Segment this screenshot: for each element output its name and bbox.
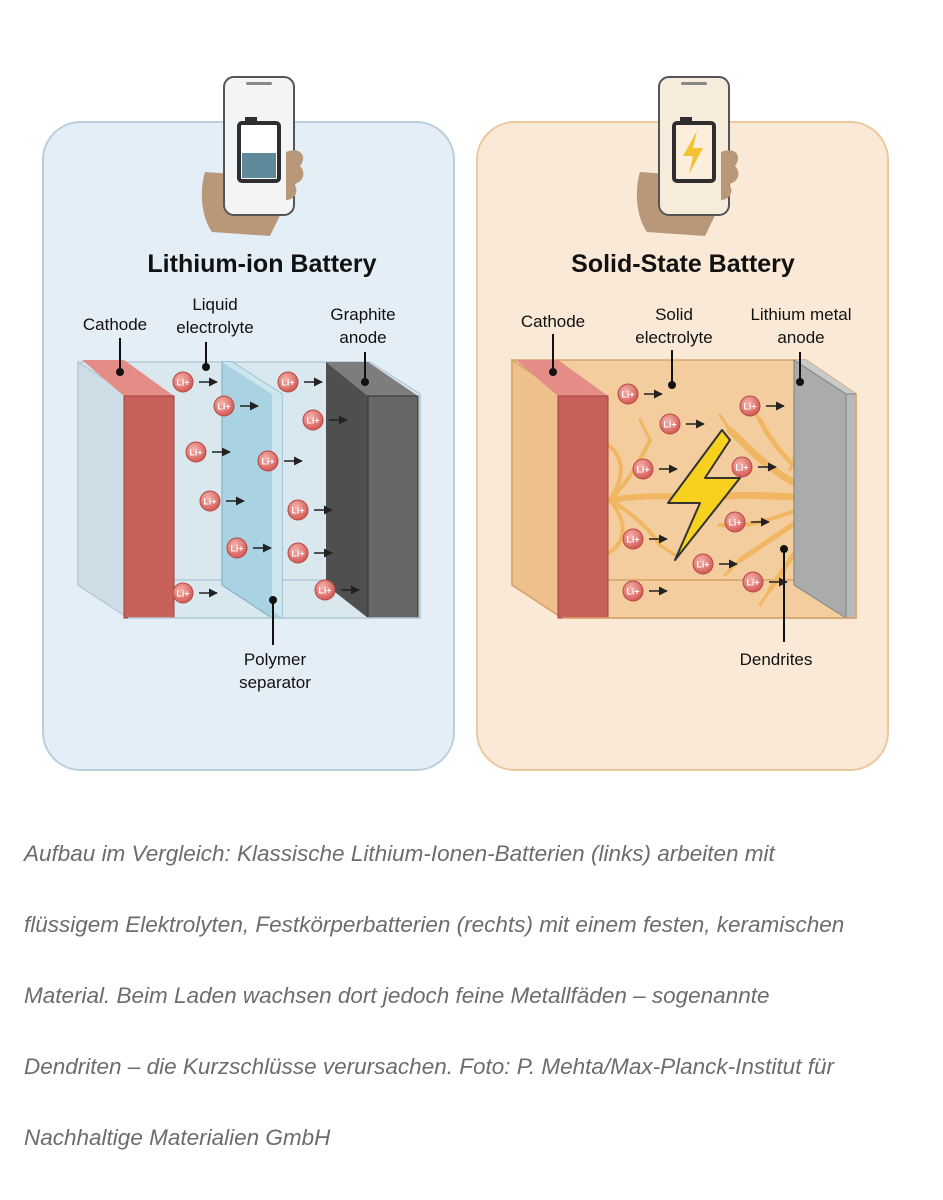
svg-text:Li+: Li+: [621, 390, 634, 400]
li-pointer-lines: [119, 338, 366, 645]
ss-electrolyte-label-line1: Solid: [655, 305, 693, 324]
caption-line-4: Dendriten – die Kurzschlüsse verursachen…: [24, 1054, 834, 1079]
li-ion: Li+: [277, 371, 323, 393]
li-electrolyte-label-line2: electrolyte: [176, 318, 253, 337]
li-ion: Li+: [172, 371, 218, 393]
li-anode-label-line2: anode: [339, 328, 386, 347]
li-ion: Li+: [622, 580, 668, 602]
ss-anode-label-line2: anode: [777, 328, 824, 347]
figure-caption: Aufbau im Vergleich: Klassische Lithium-…: [24, 818, 924, 1173]
short-circuit-lightning: [667, 429, 741, 561]
li-ion: Li+: [632, 458, 678, 480]
li-ion: Li+: [724, 511, 770, 533]
svg-text:Li+: Li+: [663, 420, 676, 430]
ss-cathode-block: [516, 360, 609, 619]
li-cathode-label: Cathode: [83, 315, 147, 334]
battery-charging-icon: [672, 117, 716, 183]
ss-anode-label-line1: Lithium metal: [750, 305, 851, 324]
li-electrolyte-label-line1: Liquid: [192, 295, 237, 314]
svg-text:Li+: Li+: [281, 378, 294, 388]
li-separator-label-line2: separator: [239, 673, 311, 692]
solid-state-panel: Solid-State Battery Cathode Solid electr…: [476, 76, 889, 771]
solid-state-title: Solid-State Battery: [571, 250, 795, 278]
phone-with-low-battery: [201, 76, 304, 236]
ss-dendrites-label: Dendrites: [740, 650, 813, 669]
li-separator-label-line1: Polymer: [244, 650, 307, 669]
svg-text:Li+: Li+: [636, 465, 649, 475]
svg-text:Li+: Li+: [291, 549, 304, 559]
li-anode-label-line1: Graphite: [330, 305, 395, 324]
svg-text:Li+: Li+: [306, 416, 319, 426]
svg-text:Li+: Li+: [203, 497, 216, 507]
battery-half-icon: [237, 117, 281, 183]
lithium-ion-panel: Lithium-ion Battery Cathode Liquid elect…: [42, 76, 455, 771]
li-ion: Li+: [739, 395, 785, 417]
li-ion: Li+: [622, 528, 668, 550]
li-cathode-block: [82, 360, 175, 619]
solid-state-cell: [511, 358, 857, 620]
svg-text:Li+: Li+: [735, 463, 748, 473]
svg-text:Li+: Li+: [176, 589, 189, 599]
ss-cathode-label: Cathode: [521, 312, 585, 331]
graphite-anode-block: [326, 362, 419, 619]
svg-text:Li+: Li+: [626, 535, 639, 545]
li-ion: Li+: [617, 383, 663, 405]
li-ion: Li+: [257, 450, 303, 472]
lithium-ion-cell: [77, 360, 421, 620]
svg-text:Li+: Li+: [261, 457, 274, 467]
battery-comparison-figure: Lithium-ion Battery Cathode Liquid elect…: [42, 76, 889, 771]
li-ion: Li+: [659, 413, 705, 435]
svg-text:Li+: Li+: [230, 544, 243, 554]
li-ion: Li+: [172, 582, 218, 604]
svg-text:Li+: Li+: [743, 402, 756, 412]
caption-line-2: flüssigem Elektrolyten, Festkörperbatter…: [24, 912, 845, 937]
phone-with-charging-battery: [636, 76, 739, 236]
li-ion: Li+: [287, 542, 333, 564]
caption-line-5: Nachhaltige Materialien GmbH: [24, 1125, 331, 1150]
svg-text:Li+: Li+: [728, 518, 741, 528]
caption-line-3: Material. Beim Laden wachsen dort jedoch…: [24, 983, 770, 1008]
svg-text:Li+: Li+: [626, 587, 639, 597]
svg-text:Li+: Li+: [696, 560, 709, 570]
li-ion: Li+: [302, 409, 348, 431]
ss-ion-group: Li+ Li+ Li+ Li+ Li+ Li+ Li+ Li+ Li+ Li+: [617, 383, 788, 602]
ss-electrolyte-label-line2: electrolyte: [635, 328, 712, 347]
li-ion-group: Li+ Li+ Li+ Li+ Li+ Li+ Li+ Li+ Li+ Li+ Li+ Li+: [172, 371, 360, 604]
svg-text:Li+: Li+: [189, 448, 202, 458]
lithium-ion-title: Lithium-ion Battery: [147, 250, 376, 278]
li-ion: Li+: [226, 537, 272, 559]
svg-text:Li+: Li+: [176, 378, 189, 388]
ss-pointer-lines: [552, 334, 801, 642]
li-ion: Li+: [314, 579, 360, 601]
li-ion: Li+: [199, 490, 245, 512]
li-ion: Li+: [692, 553, 738, 575]
li-ion: Li+: [731, 456, 777, 478]
svg-text:Li+: Li+: [291, 506, 304, 516]
li-ion: Li+: [185, 441, 231, 463]
svg-text:Li+: Li+: [217, 402, 230, 412]
svg-text:Li+: Li+: [318, 586, 331, 596]
li-ion: Li+: [742, 571, 788, 593]
caption-line-1: Aufbau im Vergleich: Klassische Lithium-…: [24, 841, 775, 866]
li-ion: Li+: [213, 395, 259, 417]
svg-text:Li+: Li+: [746, 578, 759, 588]
li-ion: Li+: [287, 499, 333, 521]
lithium-metal-anode-block: [793, 359, 857, 619]
